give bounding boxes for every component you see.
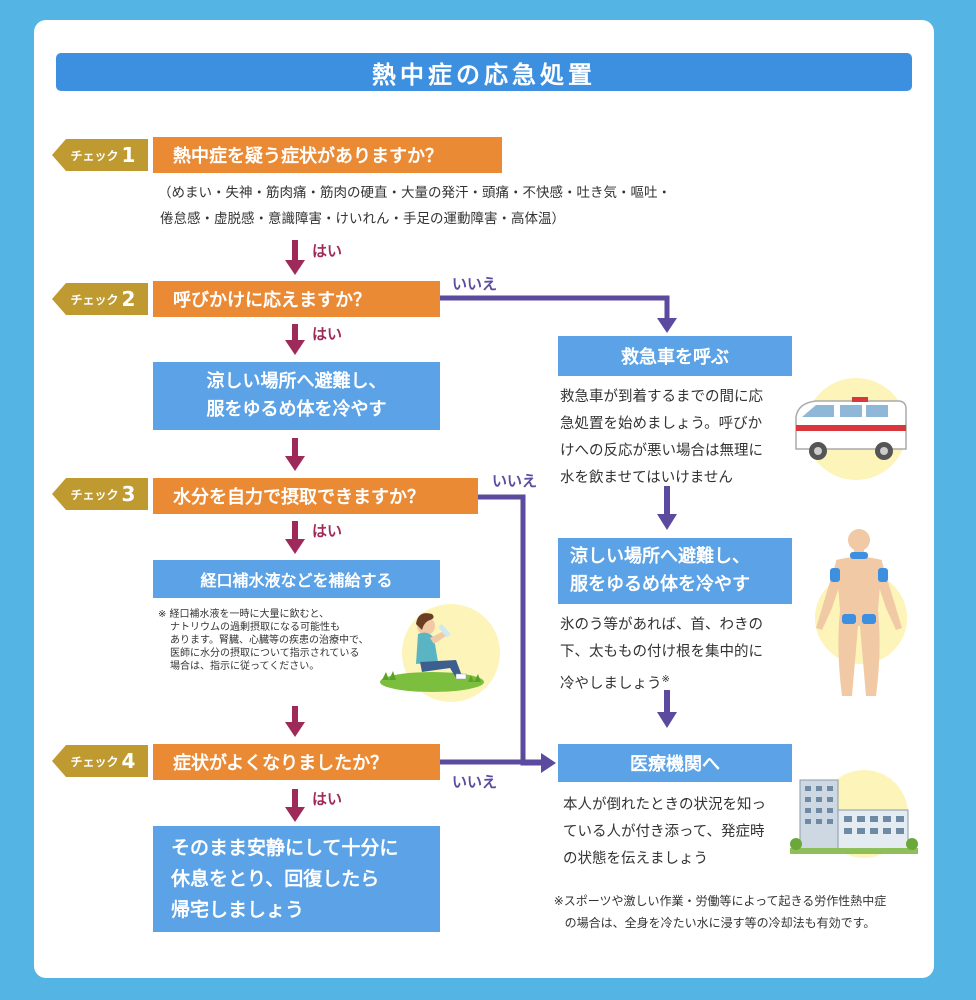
action-cool-left: 涼しい場所へ避難し、 服をゆるめ体を冷やす — [153, 362, 440, 430]
answer-no-4: いいえ — [452, 773, 498, 791]
right-down-arrows — [657, 486, 677, 728]
answer-no-3: いいえ — [492, 472, 538, 490]
question-4: 症状がよくなりましたか？ — [153, 744, 440, 780]
page-title: 熱中症の応急処置 — [56, 53, 912, 91]
symptom-list: （めまい・失神・筋肉痛・筋肉の硬直・大量の発汗・頭痛・不快感・吐き気・嘔吐・ 倦… — [158, 185, 671, 227]
action-cool-right: 涼しい場所へ避難し、 服をゆるめ体を冷やす — [558, 538, 792, 604]
hydrate-note: ※ 経口補水液を一時に大量に飲むと、 ナトリウムの過剰摂取になる可能性も ありま… — [158, 609, 369, 672]
question-1: 熱中症を疑う症状がありますか？ — [153, 137, 502, 173]
yes-arrows — [285, 240, 305, 822]
hospital-building-icon — [790, 779, 918, 854]
action-hydrate: 経口補水液などを補給する — [153, 560, 440, 598]
answer-yes-1: はい — [312, 242, 343, 260]
body-cooling-illustration — [816, 529, 902, 696]
question-2: 呼びかけに応えますか？ — [153, 281, 440, 317]
no-connectors — [440, 295, 670, 766]
cool-text: 氷のう等があれば、首、わきの 下、太ももの付け根を集中的に 冷やしましょう※ — [560, 617, 763, 692]
ambulance-icon — [795, 397, 907, 460]
question-3: 水分を自力で摂取できますか？ — [153, 478, 478, 514]
answer-no-2: いいえ — [452, 275, 498, 293]
action-hospital: 医療機関へ — [558, 744, 792, 782]
ambulance-text: 救急車が到着するまでの間に応 急処置を始めましょう。呼びか けへの反応が悪い場合… — [560, 389, 763, 486]
drinking-person-illustration — [380, 613, 484, 692]
answer-yes-4: はい — [312, 790, 343, 808]
action-ambulance: 救急車を呼ぶ — [558, 336, 792, 376]
hospital-text: 本人が倒れたときの状況を知っ ている人が付き添って、発症時 の状態を伝えましょう — [563, 797, 766, 867]
answer-yes-3: はい — [312, 522, 343, 540]
no-arrowheads — [541, 318, 677, 773]
answer-yes-2: はい — [312, 325, 343, 343]
bottom-note: ※スポーツや激しい作業・労働等によって起きる労作性熱中症 の場合は、全身を冷たい… — [553, 894, 887, 930]
action-rest: そのまま安静にして十分に 休息をとり、回復したら 帰宅しましょう — [153, 826, 440, 932]
